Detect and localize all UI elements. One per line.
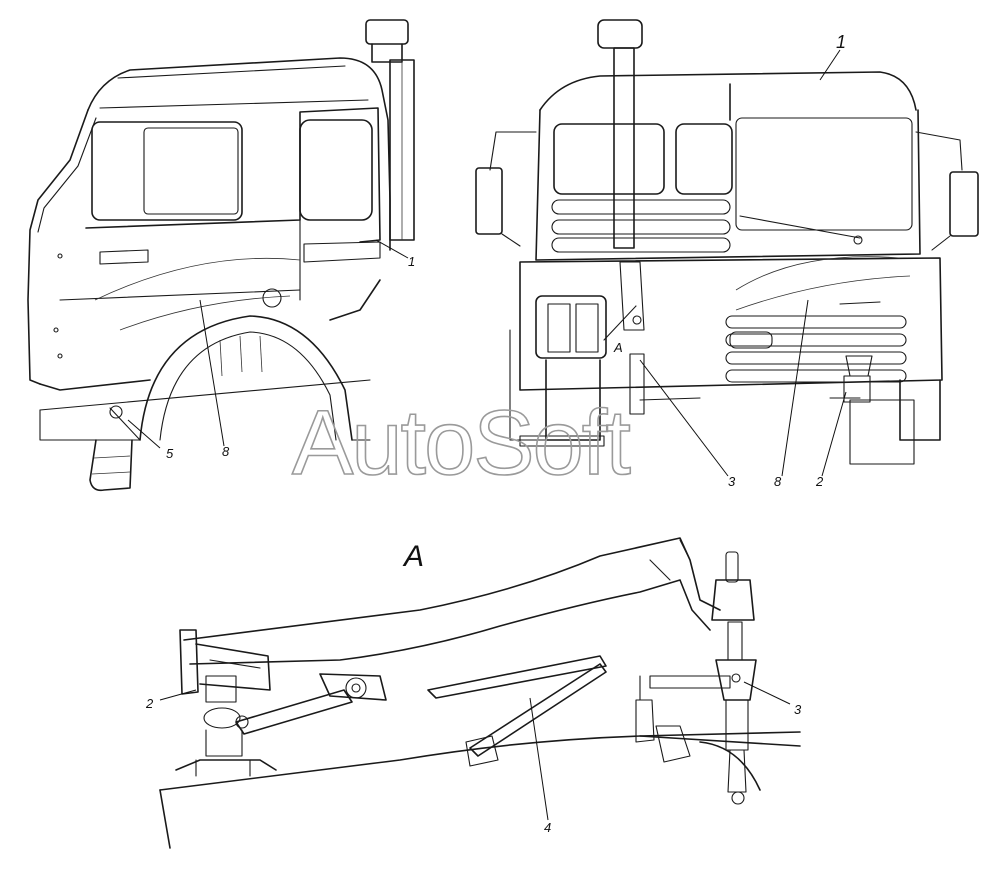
front-callout-1: 1 <box>836 32 846 52</box>
detail-view-leaders <box>159 681 791 821</box>
cab-front-view <box>475 19 979 465</box>
side-callout-1: 1 <box>408 254 415 269</box>
front-callout-A: A <box>613 340 623 355</box>
detail-callout-3: 3 <box>794 702 802 717</box>
watermark-text: AutoSoft <box>292 392 630 494</box>
detail-view-a <box>159 537 801 849</box>
front-view-leaders <box>639 49 847 477</box>
side-callout-8: 8 <box>222 444 230 459</box>
detail-view-label: A <box>402 540 424 573</box>
front-callout-3: 3 <box>728 474 736 489</box>
front-callout-8: 8 <box>774 474 782 489</box>
front-callout-2: 2 <box>815 474 824 489</box>
detail-callout-4: 4 <box>544 820 551 835</box>
side-view-leaders <box>127 239 409 449</box>
cab-side-view <box>27 19 415 492</box>
detail-callout-2: 2 <box>145 696 154 711</box>
side-callout-5: 5 <box>166 446 174 461</box>
